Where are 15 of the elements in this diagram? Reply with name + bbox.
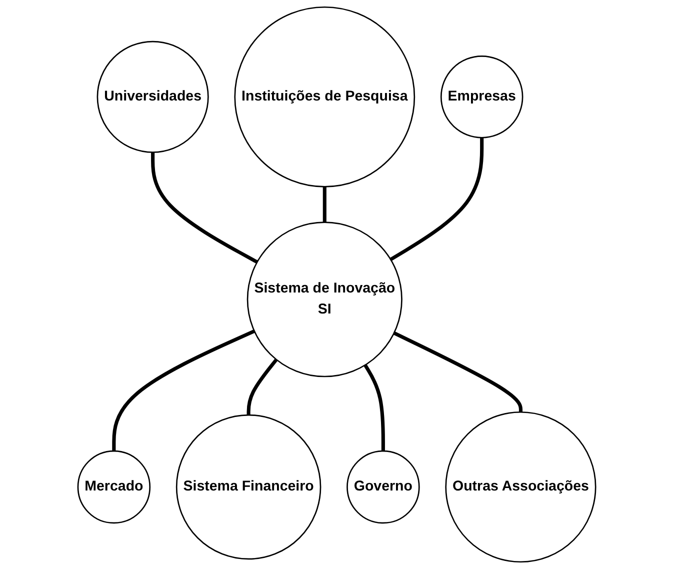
- connector: [151, 152, 258, 264]
- node-circle: Empresas: [440, 56, 524, 138]
- connector: [394, 331, 523, 412]
- connector: [390, 138, 484, 262]
- connector: [112, 329, 256, 452]
- connector: [246, 358, 278, 416]
- node-circle: Outras Associações: [445, 411, 596, 563]
- node-circle: Sistema Financeiro: [176, 414, 322, 560]
- node-circle: Instituições de Pesquisa: [234, 6, 416, 188]
- node-circle: Sistema de Inovação SI: [247, 222, 403, 378]
- node-circle: Governo: [346, 450, 420, 524]
- connector: [323, 186, 327, 222]
- connector: [364, 364, 386, 452]
- node-circle: Universidades: [97, 40, 210, 153]
- node-circle: Mercado: [78, 450, 151, 524]
